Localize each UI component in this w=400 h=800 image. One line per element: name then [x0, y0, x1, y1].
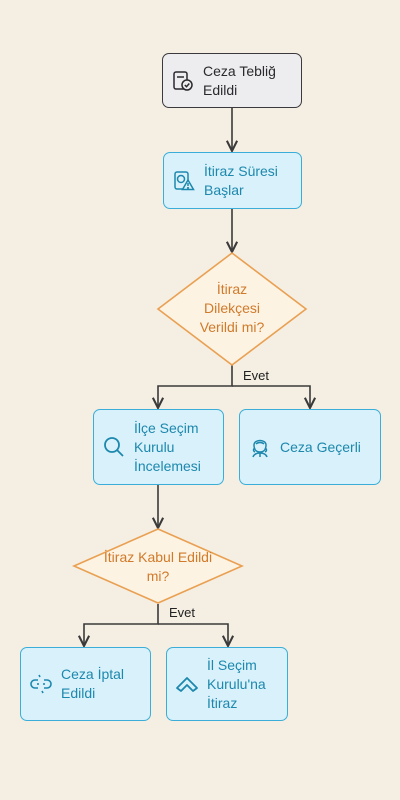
node-ilce-inceleme: İlçe Seçim Kurulu İncelemesi: [93, 409, 224, 485]
edge-dilekce-to-gecerli: [232, 385, 310, 408]
edge-dilekce-to-ilce: [158, 364, 233, 408]
edge-label-evet: Evet: [169, 605, 196, 620]
decision-dilekce-shape: [156, 251, 308, 367]
node-label: İl Seçim Kurulu'na İtiraz: [207, 656, 266, 711]
node-ceza-gecerli: Ceza Geçerli: [239, 409, 381, 485]
edge-kabul-to-il: [158, 623, 228, 646]
edge-kabul-to-iptal: [84, 604, 159, 646]
node-itiraz-suresi: İtiraz Süresi Başlar: [163, 152, 302, 209]
judge-icon: [248, 435, 272, 459]
node-label: İlçe Seçim Kurulu İncelemesi: [134, 419, 201, 474]
document-warning-icon: [172, 169, 196, 193]
decision-kabul-label: İtiraz Kabul Edildi mi?: [103, 549, 213, 584]
chevron-up-icon: [175, 672, 199, 696]
node-ceza-teblig: Ceza Tebliğ Edildi: [162, 53, 302, 108]
node-label: Ceza İptal Edildi: [61, 666, 125, 701]
decision-dilekce-label: İtiraz Dilekçesi Verildi mi?: [199, 281, 265, 335]
node-label: Ceza Tebliğ Edildi: [203, 62, 276, 98]
node-label: İtiraz Süresi Başlar: [204, 162, 278, 198]
edge-label-evet: Evet: [243, 368, 270, 383]
node-ceza-iptal: Ceza İptal Edildi: [20, 647, 151, 721]
document-check-icon: [171, 69, 195, 93]
decision-kabul-shape: [72, 528, 244, 604]
broken-link-icon: [29, 672, 53, 696]
node-il-itiraz: İl Seçim Kurulu'na İtiraz: [166, 647, 288, 721]
node-label: Ceza Geçerli: [280, 438, 361, 455]
search-icon: [102, 435, 126, 459]
